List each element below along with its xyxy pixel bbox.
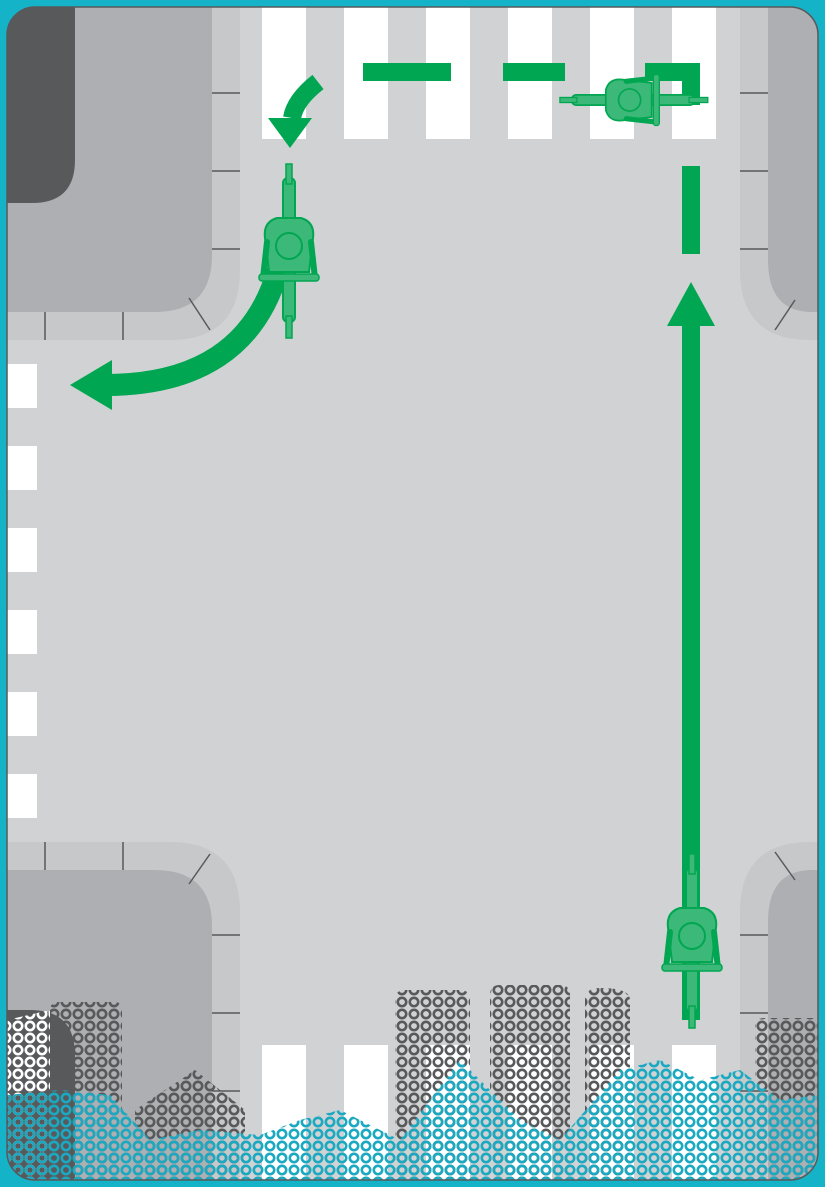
building-top-left xyxy=(7,7,75,203)
crosswalk-left xyxy=(7,364,37,818)
dashed-turn-path-icon xyxy=(363,63,700,254)
sidewalk-top-left xyxy=(7,7,240,340)
sidewalk-top-right xyxy=(740,7,818,340)
curved-left-turn-arrow-icon xyxy=(70,74,324,410)
frame-border xyxy=(6,6,819,1181)
straight-arrow-icon xyxy=(667,282,715,1020)
decorative-dot-skyline xyxy=(7,985,818,1180)
